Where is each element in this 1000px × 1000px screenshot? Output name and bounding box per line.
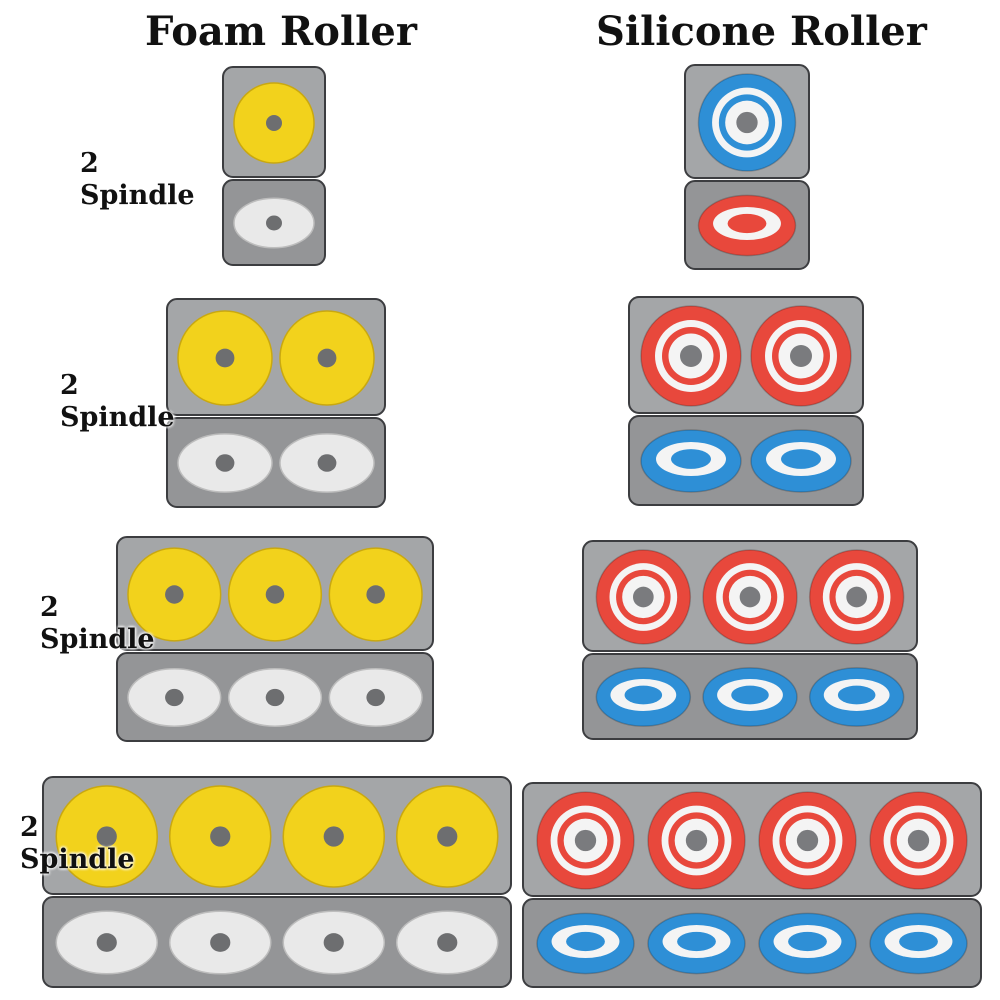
case-lid [522, 782, 982, 897]
roller-hole [736, 111, 758, 134]
roller-hole [266, 115, 282, 131]
foam-roller-title: Foam Roller [145, 8, 417, 55]
silicone-roller-case-4 [522, 782, 982, 988]
silicone-roller-core [781, 449, 821, 469]
roller-hole [366, 585, 385, 604]
silicone-roller-title: Silicone Roller [596, 8, 927, 55]
roller-hole [215, 454, 235, 472]
foam-roller-case-4 [42, 776, 512, 988]
roller-hole [215, 348, 235, 368]
roller-hole [907, 829, 930, 852]
roller-hole [317, 454, 337, 472]
roller-hole [265, 688, 285, 707]
silicone-roller-core [837, 685, 876, 705]
silicone-roller-core [727, 213, 767, 234]
roller-hole [632, 586, 654, 608]
roller-hole [739, 586, 761, 608]
roller-hole [266, 215, 282, 231]
roller-hole [685, 829, 708, 852]
roller-hole [96, 826, 117, 847]
case-base [42, 896, 512, 988]
foam-roller-case-3 [116, 536, 434, 742]
silicone-roller-core [788, 931, 827, 952]
roller-hole [165, 688, 184, 707]
roller-hole [437, 826, 458, 847]
roller-hole [323, 826, 344, 847]
roller-hole [323, 933, 344, 952]
spindle-label-3: 2 Spindle [40, 592, 155, 655]
roller-hole [680, 345, 702, 367]
foam-roller-case-2 [166, 298, 386, 508]
silicone-roller-core [677, 931, 716, 952]
roller-hole [165, 585, 184, 604]
roller-hole [317, 348, 337, 368]
roller-hole [96, 933, 117, 952]
silicone-roller-case-3 [582, 540, 918, 740]
roller-hole [210, 826, 231, 847]
silicone-roller-core [899, 931, 938, 952]
spindle-label-4: 2 Spindle [20, 812, 135, 875]
roller-hole [846, 586, 868, 608]
roller-hole [790, 345, 812, 367]
silicone-roller-core [624, 685, 663, 705]
silicone-roller-core [566, 931, 605, 952]
silicone-roller-case-2 [628, 296, 864, 506]
silicone-roller-core [731, 685, 769, 705]
roller-hole [574, 829, 597, 852]
spindle-label-2: 2 Spindle [60, 370, 175, 433]
silicone-roller-case-1 [684, 64, 810, 270]
roller-hole [366, 688, 385, 707]
roller-hole [796, 829, 819, 852]
roller-hole [265, 585, 285, 604]
spindle-label-1: 2 Spindle [80, 148, 195, 211]
silicone-roller-core [671, 449, 711, 469]
case-lid [42, 776, 512, 895]
roller-hole [437, 933, 458, 952]
foam-roller-case-1 [222, 66, 326, 266]
case-base [522, 898, 982, 988]
roller-hole [210, 933, 231, 952]
